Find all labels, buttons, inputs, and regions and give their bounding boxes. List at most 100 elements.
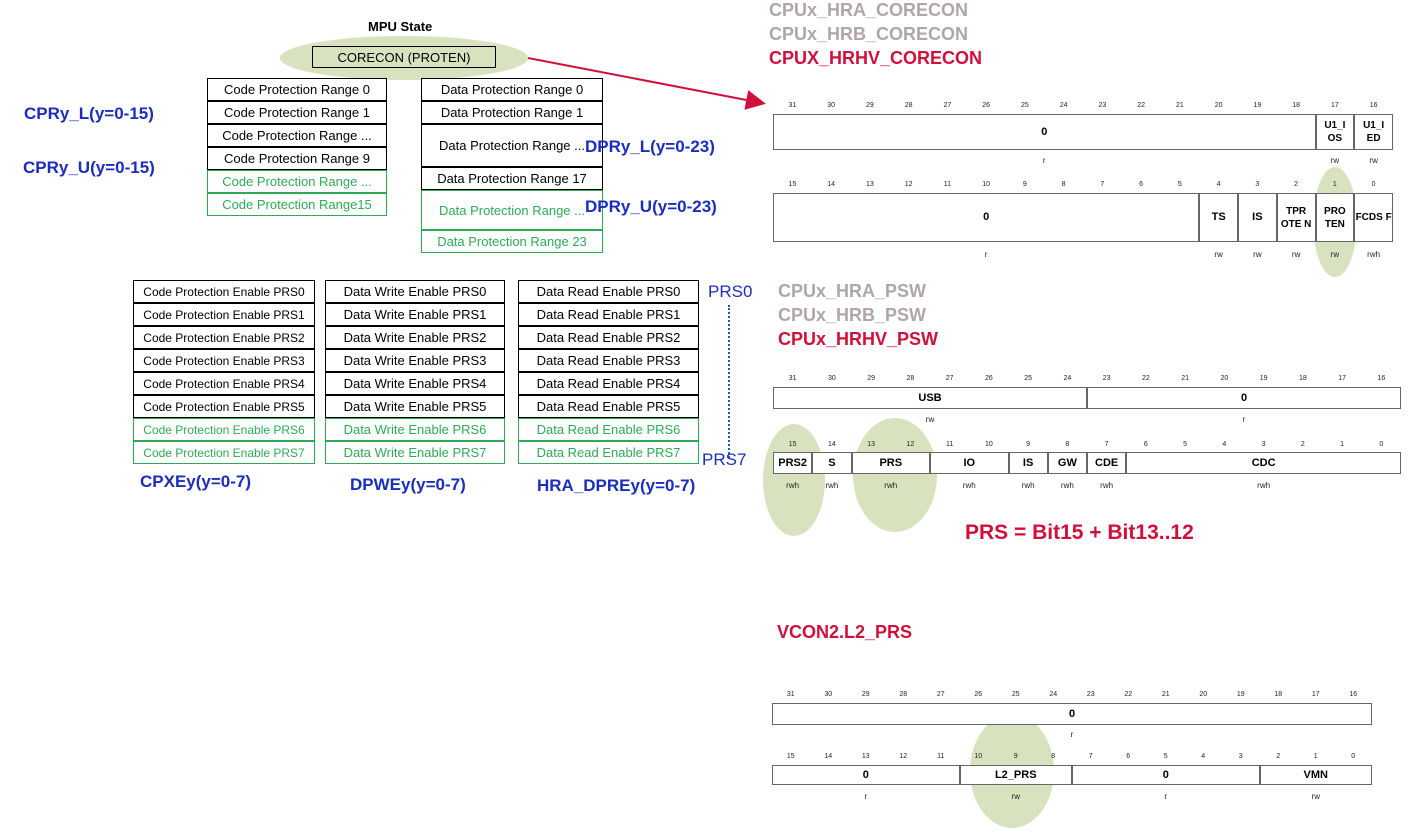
field-access: rw (1369, 156, 1378, 165)
field-access: rw (1214, 250, 1223, 259)
bit-number: 2 (1294, 181, 1299, 188)
register-field: S (812, 452, 852, 474)
bit-number: 27 (945, 375, 954, 382)
bit-number: 16 (1377, 375, 1386, 382)
prs2-highlight (763, 424, 825, 536)
code-protection-enable-row: Code Protection Enable PRS3 (133, 349, 315, 372)
bit-number: 31 (786, 691, 795, 698)
bit-number: 31 (788, 102, 797, 109)
field-access: r (1242, 415, 1246, 424)
data-protection-range: Data Protection Range 0 (421, 78, 603, 101)
prs-dotted-line (728, 305, 730, 458)
prs0-label: PRS0 (708, 282, 753, 301)
bit-number: 0 (1371, 181, 1376, 188)
bit-number: 18 (1274, 691, 1283, 698)
bit-number: 30 (827, 375, 836, 382)
bit-number: 8 (1051, 753, 1056, 760)
field-access: rw (1253, 250, 1262, 259)
register-field: GW (1047, 452, 1087, 474)
bit-number: 11 (937, 753, 945, 760)
register-field: IO (930, 452, 1009, 474)
bit-number: 22 (1137, 102, 1146, 109)
dpr-l-label: DPRy_L(y=0-23) (585, 137, 715, 156)
bit-number: 11 (945, 441, 954, 448)
register-field: 0 (773, 114, 1316, 150)
data-protection-range: Data Protection Range 1 (421, 101, 603, 124)
register-field: IS (1238, 193, 1277, 242)
register-field: CDC (1126, 452, 1401, 474)
dpwe-label: DPWEy(y=0-7) (350, 475, 466, 494)
bit-number: 7 (1088, 753, 1093, 760)
bit-number: 5 (1183, 441, 1188, 448)
register-title: CPUx_HRA_CORECON (769, 0, 969, 20)
register-field: TPR OTE N (1276, 193, 1316, 242)
field-access: rwh (962, 481, 976, 490)
field-access: rwh (1060, 481, 1074, 490)
data-read-enable-row: Data Read Enable PRS1 (518, 303, 699, 326)
register-field: PRS2 (773, 452, 813, 474)
register-field: IS (1008, 452, 1048, 474)
data-read-enable-row: Data Read Enable PRS6 (518, 418, 699, 441)
bit-number: 13 (861, 753, 870, 760)
register-field: 0 (772, 703, 1372, 725)
code-protection-enable-row: Code Protection Enable PRS0 (133, 280, 315, 303)
field-access: r (984, 250, 988, 259)
field-access: rwh (1100, 481, 1114, 490)
data-write-enable-row: Data Write Enable PRS7 (325, 441, 505, 464)
bit-number: 30 (824, 691, 833, 698)
bit-number: 15 (788, 441, 797, 448)
register-field: 0 (1087, 387, 1401, 409)
bit-number: 10 (984, 441, 993, 448)
field-access: rwh (786, 481, 800, 490)
register-title: CPUX_HRHV_CORECON (769, 48, 983, 68)
prs-highlight (853, 418, 937, 532)
field-access: rw (925, 415, 935, 424)
bit-number: 22 (1141, 375, 1150, 382)
code-protection-enable-row: Code Protection Enable PRS4 (133, 372, 315, 395)
bit-number: 29 (867, 375, 876, 382)
bit-number: 5 (1163, 753, 1168, 760)
register-title: CPUx_HRB_PSW (778, 305, 927, 325)
data-write-enable-row: Data Write Enable PRS3 (325, 349, 505, 372)
data-protection-range: Data Protection Range 23 (421, 230, 603, 253)
bit-number: 25 (1024, 375, 1033, 382)
field-access: rw (1330, 156, 1340, 165)
bit-number: 7 (1104, 441, 1109, 448)
bit-number: 9 (1026, 441, 1031, 448)
register-field: PRS (851, 452, 930, 474)
cpxe-label: CPXEy(y=0-7) (140, 472, 252, 491)
bit-number: 5 (1177, 181, 1182, 188)
bit-number: 19 (1236, 691, 1245, 698)
data-write-enable-row: Data Write Enable PRS6 (325, 418, 505, 441)
field-access: rw (1330, 250, 1340, 259)
field-access: r (1164, 792, 1168, 801)
bit-number: 23 (1102, 375, 1111, 382)
cpr-u-label: CPRy_U(y=0-15) (23, 158, 155, 177)
data-read-enable-row: Data Read Enable PRS0 (518, 280, 699, 303)
code-protection-enable-row: Code Protection Enable PRS2 (133, 326, 315, 349)
field-access: rw (1291, 250, 1301, 259)
data-protection-range: Data Protection Range 17 (421, 167, 603, 190)
code-protection-range: Code Protection Range 9 (207, 147, 387, 170)
bit-number: 1 (1313, 753, 1318, 760)
bit-number: 19 (1253, 102, 1262, 109)
bit-number: 16 (1349, 691, 1358, 698)
field-access: r (1070, 730, 1074, 739)
field-access: r (864, 792, 868, 801)
bit-number: 24 (1059, 102, 1068, 109)
bit-number: 8 (1065, 441, 1070, 448)
bit-number: 24 (1049, 691, 1058, 698)
bit-number: 31 (788, 375, 797, 382)
bit-number: 10 (982, 181, 991, 188)
bit-number: 7 (1100, 181, 1105, 188)
data-write-enable-row: Data Write Enable PRS5 (325, 395, 505, 418)
cpr-l-label: CPRy_L(y=0-15) (24, 104, 154, 123)
bit-number: 28 (899, 691, 908, 698)
bit-number: 8 (1061, 181, 1066, 188)
bit-number: 26 (982, 102, 991, 109)
register-field: FCDS F (1354, 193, 1393, 242)
bit-number: 4 (1222, 441, 1227, 448)
bit-number: 27 (943, 102, 952, 109)
bit-number: 15 (786, 753, 795, 760)
bit-number: 14 (827, 441, 836, 448)
